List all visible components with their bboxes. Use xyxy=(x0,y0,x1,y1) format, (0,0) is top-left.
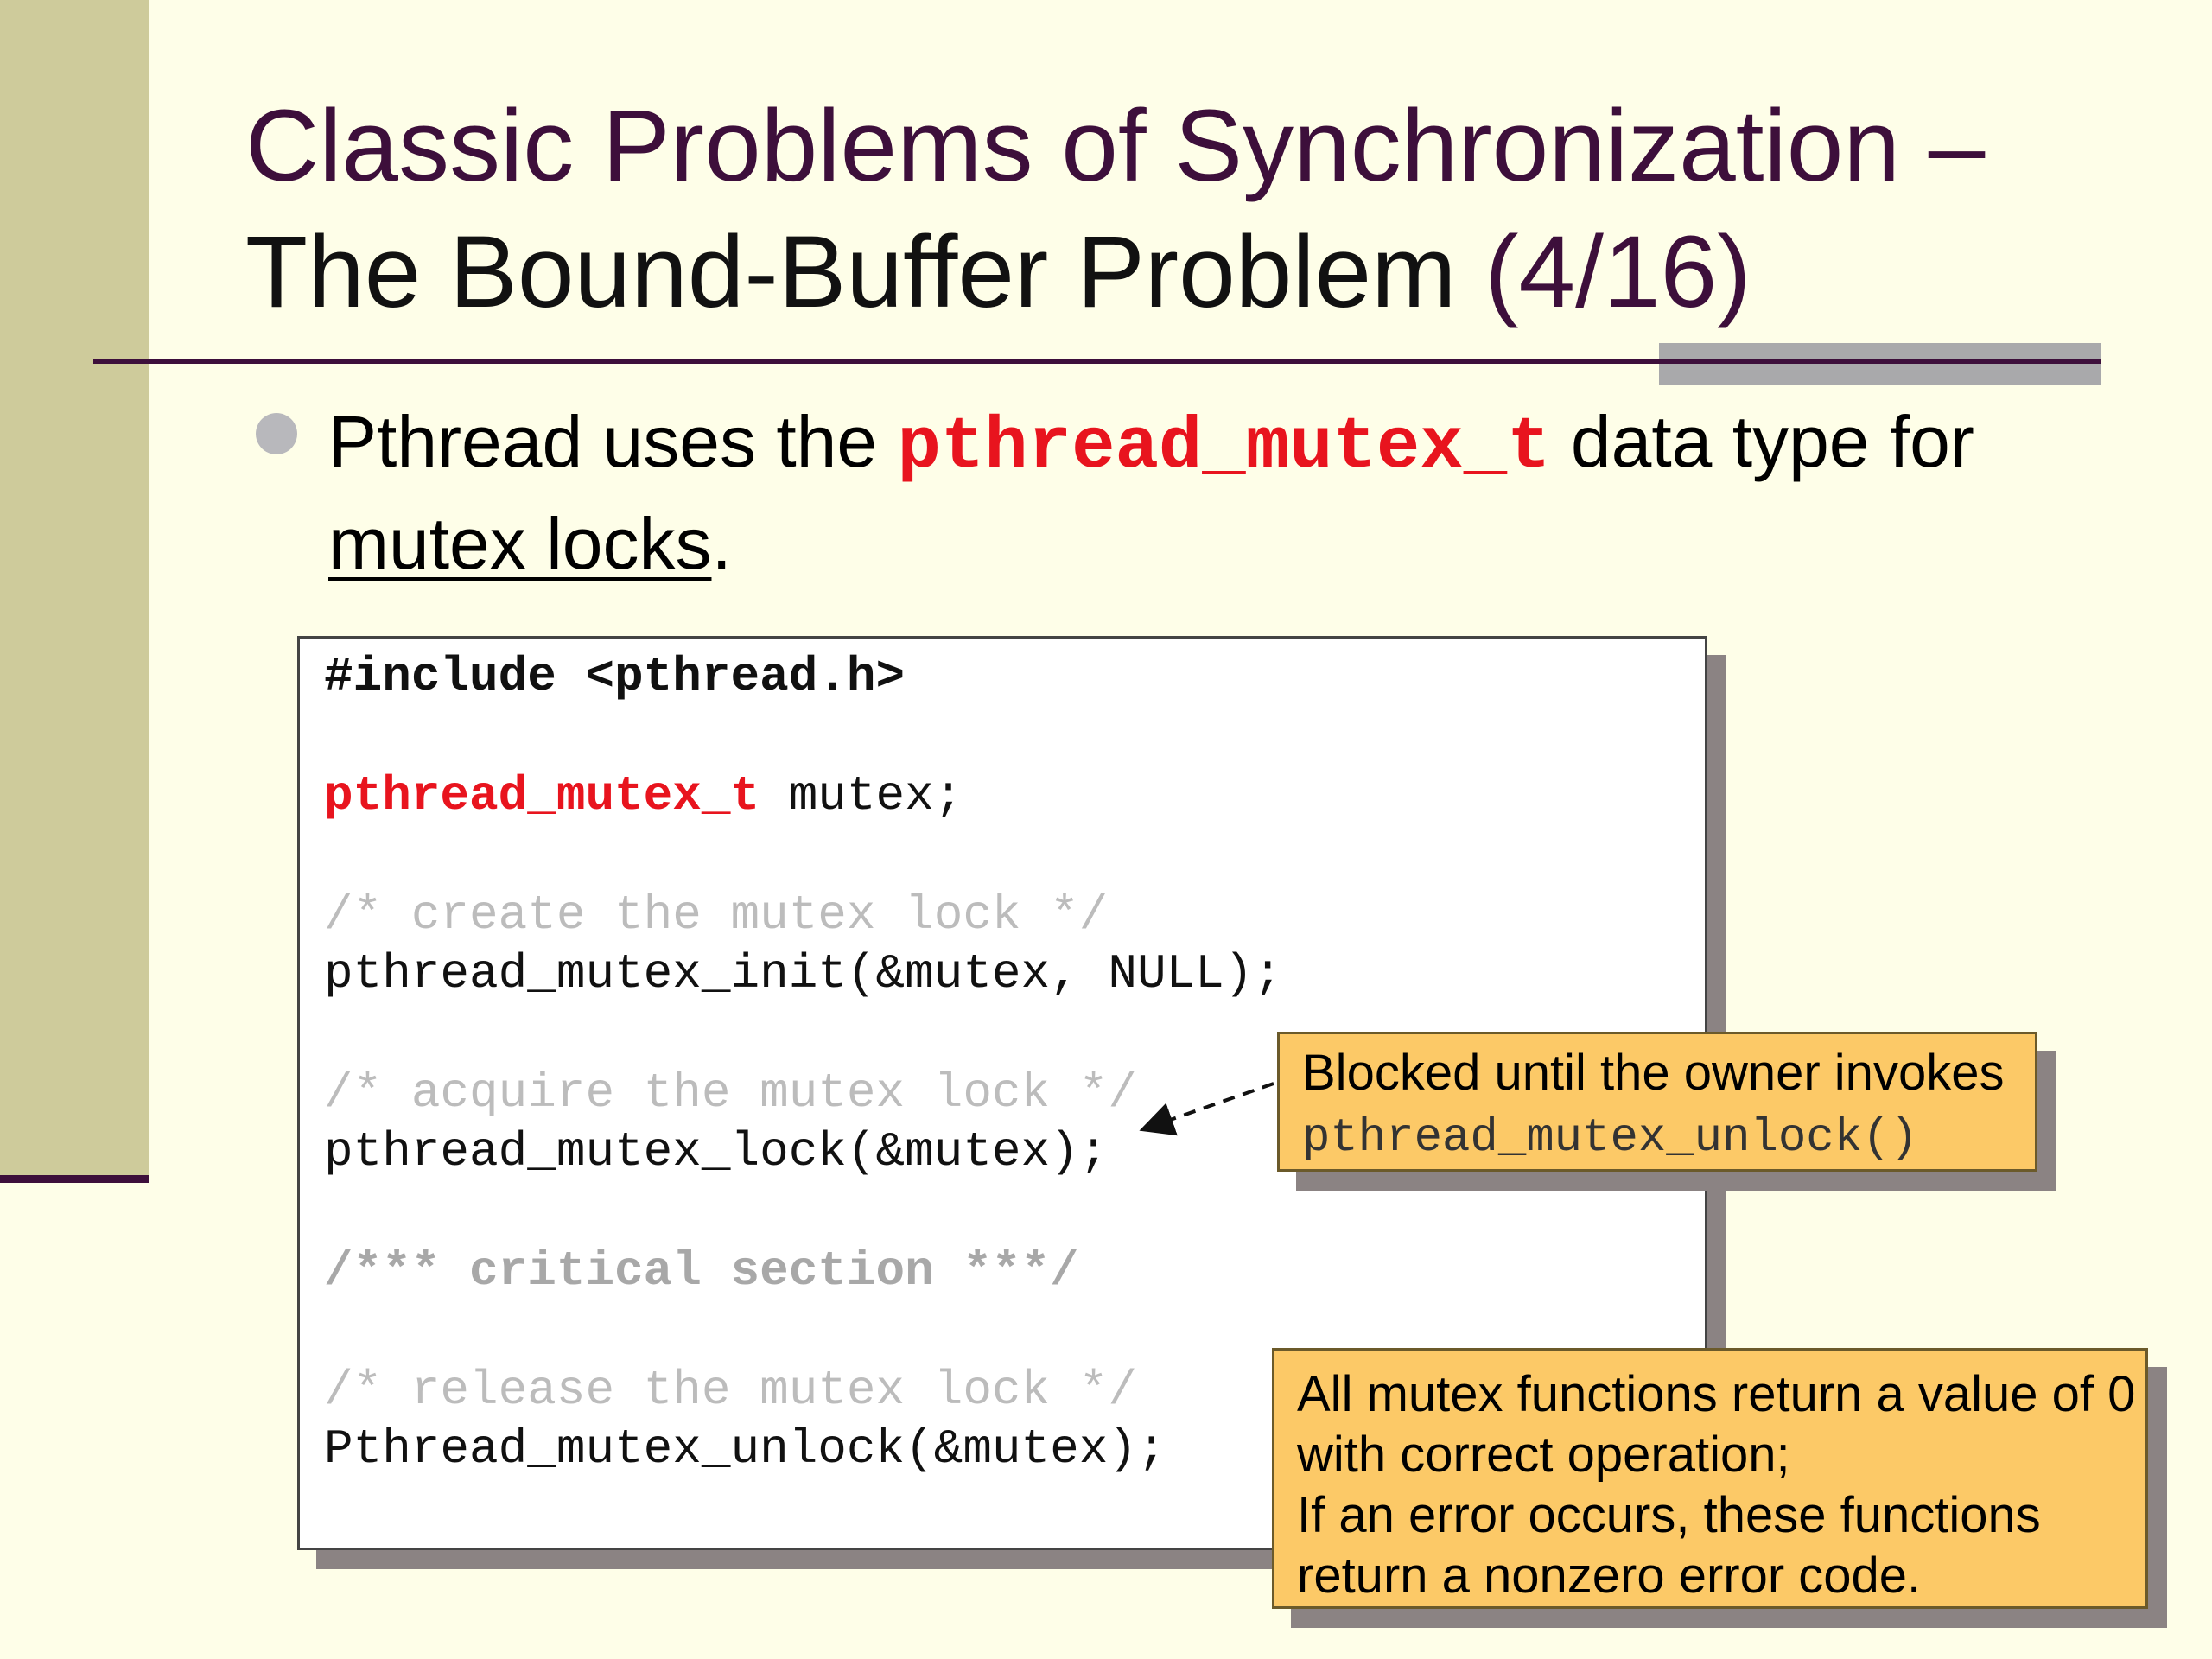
code-lock: pthread_mutex_lock(&mutex); xyxy=(324,1124,1109,1179)
callout-return-line-4: return a nonzero error code. xyxy=(1297,1548,1922,1604)
callout-return-values: All mutex functions return a value of 0 … xyxy=(1272,1348,2148,1609)
code-decl-rest: mutex; xyxy=(760,768,963,823)
title-line-1: Classic Problems of Synchronization – xyxy=(245,89,1986,203)
callout-blocked: Blocked until the owner invokes pthread_… xyxy=(1277,1032,2037,1172)
callout-blocked-code: pthread_mutex_unlock() xyxy=(1302,1112,1918,1165)
code-comment-create: /* create the mutex lock */ xyxy=(324,887,1109,943)
bullet-text: Pthread uses the pthread_mutex_t data ty… xyxy=(328,394,2056,591)
callout-return-line-2: with correct operation; xyxy=(1297,1427,1790,1483)
code-init: pthread_mutex_init(&mutex, NULL); xyxy=(324,946,1282,1001)
title-line-2: The Bound-Buffer Problem (4/16) xyxy=(245,215,1751,329)
code-decl-type: pthread_mutex_t xyxy=(324,768,760,823)
title-rule xyxy=(93,359,2101,364)
left-accent-rule xyxy=(0,1175,149,1183)
bullet-text-start: Pthread uses the xyxy=(328,401,898,482)
code-comment-acquire: /* acquire the mutex lock */ xyxy=(324,1065,1137,1121)
code-unlock: Pthread_mutex_unlock(&mutex); xyxy=(324,1421,1166,1477)
bullet-text-middle: data type for xyxy=(1550,401,1974,482)
slide-title: Classic Problems of Synchronization – Th… xyxy=(245,83,2181,335)
title-line-2-main: The Bound-Buffer Problem xyxy=(245,215,1485,329)
code-include: #include <pthread.h> xyxy=(324,649,906,704)
code-critical-section: /*** critical section ***/ xyxy=(324,1243,1079,1299)
title-rule-accent xyxy=(1659,343,2101,385)
bullet-dot-icon xyxy=(256,413,297,454)
left-accent-bar xyxy=(0,0,149,1175)
code-comment-release: /* release the mutex lock */ xyxy=(324,1363,1137,1418)
code-declaration: pthread_mutex_t mutex; xyxy=(324,768,963,823)
bullet-underlined-term: mutex locks xyxy=(328,503,712,584)
callout-return-line-3: If an error occurs, these functions xyxy=(1297,1487,2041,1543)
slide-page-count: (4/16) xyxy=(1484,215,1751,329)
callout-blocked-text: Blocked until the owner invokes xyxy=(1302,1045,2005,1101)
callout-return-line-1: All mutex functions return a value of 0 xyxy=(1297,1366,2136,1422)
bullet-code-type: pthread_mutex_t xyxy=(897,407,1551,489)
bullet-period: . xyxy=(711,503,732,584)
